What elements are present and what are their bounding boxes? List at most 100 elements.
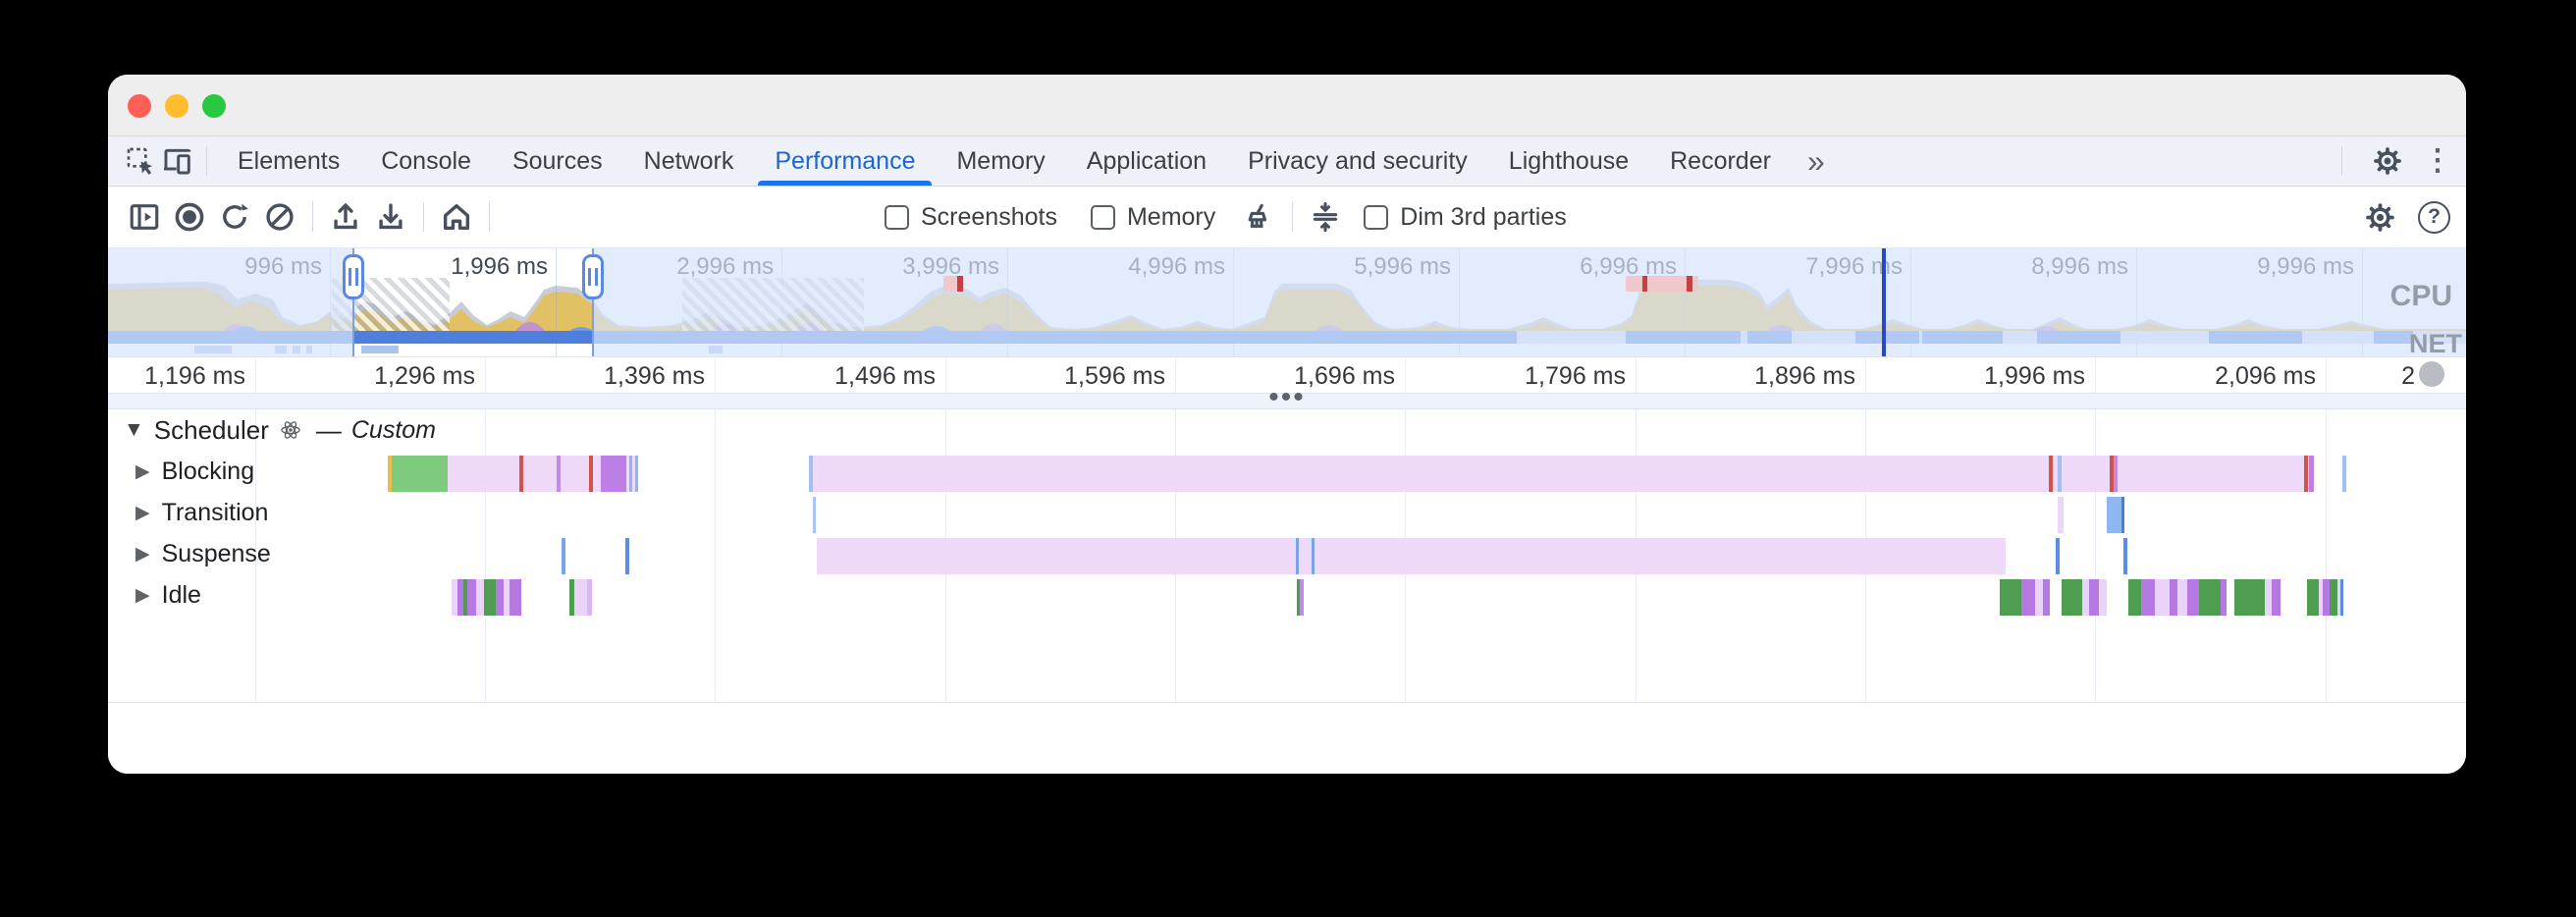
track-event[interactable] (2056, 538, 2060, 574)
track-event[interactable] (476, 579, 484, 616)
track-event[interactable] (2177, 579, 2187, 616)
track-event[interactable] (2221, 579, 2227, 616)
help-icon[interactable]: ? (2418, 200, 2450, 234)
track-event[interactable] (574, 579, 587, 616)
playhead-cursor[interactable] (1882, 248, 1886, 356)
track-event[interactable] (1296, 538, 1299, 574)
track-event[interactable] (452, 579, 457, 616)
track-event[interactable] (817, 538, 2006, 574)
tab-privacy-and-security[interactable]: Privacy and security (1227, 136, 1488, 186)
scrollbar-thumb[interactable] (2419, 361, 2444, 387)
screenshots-checkbox-box[interactable] (885, 204, 909, 230)
track-row-idle[interactable]: ▶Idle (108, 574, 201, 616)
track-event[interactable] (2304, 456, 2308, 492)
track-event[interactable] (1297, 579, 1300, 616)
track-event[interactable] (457, 579, 463, 616)
track-event[interactable] (809, 456, 813, 492)
screenshots-checkbox[interactable]: Screenshots (885, 203, 1057, 232)
track-event[interactable] (2058, 497, 2064, 533)
track-event[interactable] (388, 456, 392, 492)
selection-handle-left[interactable] (343, 254, 364, 299)
track-event[interactable] (813, 456, 2313, 492)
tab-console[interactable]: Console (360, 136, 492, 186)
tab-memory[interactable]: Memory (936, 136, 1065, 186)
track-group-header-scheduler[interactable]: ▼ Scheduler — Custom (108, 409, 436, 451)
track-event[interactable] (2021, 579, 2035, 616)
track-event[interactable] (2307, 579, 2319, 616)
track-event[interactable] (813, 497, 816, 533)
toggle-history-panel-icon[interactable] (122, 194, 167, 240)
track-event[interactable] (2128, 579, 2141, 616)
collapse-caret-icon[interactable]: ▼ (124, 418, 144, 441)
tab-sources[interactable]: Sources (492, 136, 623, 186)
track-event[interactable] (557, 456, 561, 492)
track-event[interactable] (2170, 579, 2177, 616)
more-options-icon[interactable]: ⋮ (2423, 144, 2452, 177)
track-event[interactable] (1312, 538, 1315, 574)
track-event[interactable] (2340, 579, 2343, 616)
track-event[interactable] (496, 579, 504, 616)
track-event[interactable] (2043, 579, 2050, 616)
track-event[interactable] (2265, 579, 2272, 616)
close-window-button[interactable] (128, 94, 151, 118)
track-event[interactable] (2049, 456, 2053, 492)
track-event[interactable] (2099, 579, 2107, 616)
save-profile-icon[interactable] (368, 194, 413, 240)
track-event[interactable] (629, 456, 632, 492)
device-toolbar-icon[interactable] (159, 142, 196, 180)
overview[interactable]: 996 ms1,996 ms2,996 ms3,996 ms4,996 ms5,… (108, 248, 2466, 357)
track-event[interactable] (2058, 456, 2062, 492)
track-event[interactable] (2082, 579, 2089, 616)
track-event[interactable] (519, 456, 523, 492)
track-event[interactable] (2323, 579, 2330, 616)
track-event[interactable] (2337, 579, 2340, 616)
track-event[interactable] (601, 456, 626, 492)
track-event[interactable] (2000, 579, 2021, 616)
track-event[interactable] (467, 579, 476, 616)
track-event[interactable] (2121, 497, 2124, 533)
track-event[interactable] (2141, 579, 2155, 616)
track-event[interactable] (2234, 579, 2265, 616)
track-event[interactable] (589, 456, 593, 492)
record-icon[interactable] (167, 194, 212, 240)
track-event[interactable] (2319, 579, 2323, 616)
track-event[interactable] (1300, 579, 1304, 616)
tab-recorder[interactable]: Recorder (1649, 136, 1792, 186)
tab-lighthouse[interactable]: Lighthouse (1488, 136, 1649, 186)
track-row-transition[interactable]: ▶Transition (108, 492, 268, 533)
memory-checkbox-box[interactable] (1090, 204, 1115, 230)
track-event[interactable] (587, 579, 592, 616)
track-event[interactable] (2155, 579, 2170, 616)
expand-caret-icon[interactable]: ▶ (135, 502, 150, 523)
inspect-icon[interactable] (122, 142, 159, 180)
track-event[interactable] (2123, 538, 2127, 574)
track-event[interactable] (625, 538, 629, 574)
track-event[interactable] (2342, 456, 2346, 492)
dim-3rd-parties-checkbox[interactable]: Dim 3rd parties (1364, 203, 1567, 232)
track-row-suspense[interactable]: ▶Suspense (108, 533, 271, 574)
track-row-blocking[interactable]: ▶Blocking (108, 451, 254, 492)
track-event[interactable] (569, 579, 574, 616)
selection-handle-right[interactable] (582, 254, 604, 299)
panel-resize-grip[interactable]: ••• (108, 382, 2466, 411)
track-event[interactable] (2062, 579, 2082, 616)
maximize-window-button[interactable] (202, 94, 226, 118)
tab-elements[interactable]: Elements (217, 136, 360, 186)
track-event[interactable] (2199, 579, 2221, 616)
track-event[interactable] (2110, 456, 2114, 492)
more-tabs-button[interactable]: » (1806, 142, 1825, 179)
capture-settings-gear-icon[interactable] (2364, 201, 2396, 234)
track-event[interactable] (2114, 456, 2118, 492)
track-event[interactable] (635, 456, 638, 492)
memory-checkbox[interactable]: Memory (1090, 203, 1215, 232)
tab-network[interactable]: Network (623, 136, 755, 186)
track-event[interactable] (2035, 579, 2043, 616)
expand-caret-icon[interactable]: ▶ (135, 460, 150, 482)
collect-garbage-icon[interactable] (1237, 194, 1282, 240)
track-event[interactable] (2089, 579, 2099, 616)
track-event[interactable] (392, 456, 448, 492)
track-event[interactable] (510, 579, 521, 616)
minimize-window-button[interactable] (165, 94, 188, 118)
track-event[interactable] (2272, 579, 2281, 616)
track-event[interactable] (2107, 497, 2121, 533)
